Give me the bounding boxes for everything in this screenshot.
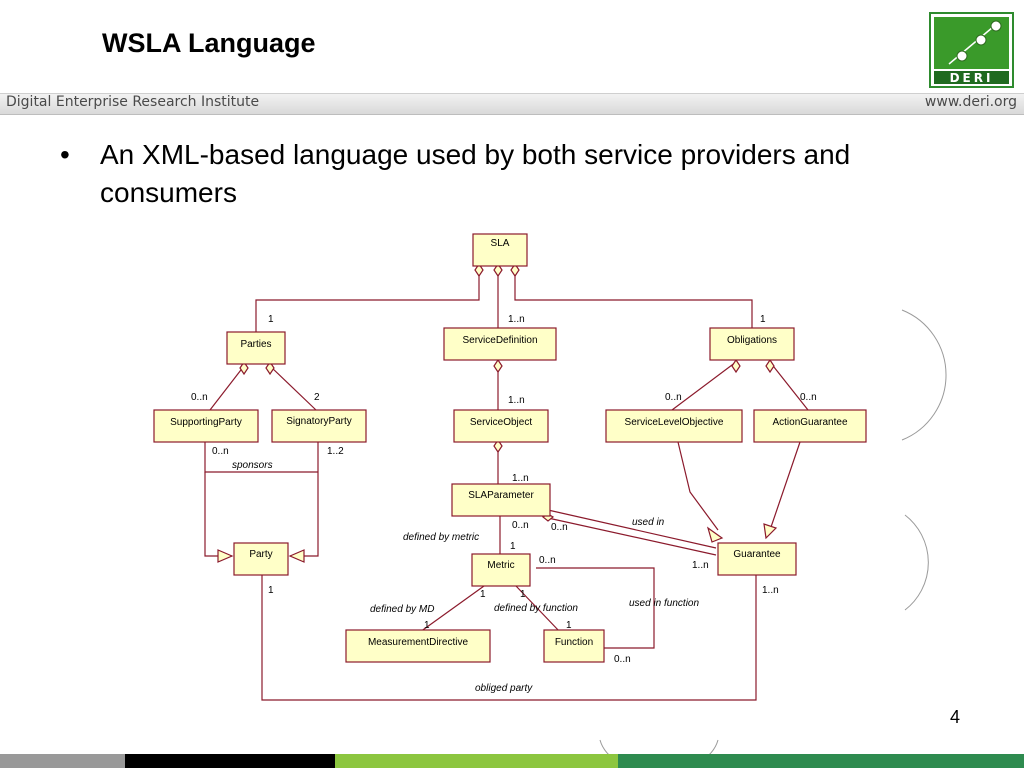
class-service-level-objective: ServiceLevelObjective [605,409,743,443]
relation-label: defined by function [494,603,578,614]
multiplicity: 1 [520,589,526,600]
class-label: SLAParameter [468,490,534,501]
multiplicity: 0..n [212,446,229,457]
footer-bar-black [125,754,335,768]
multiplicity-labels: 1 1..n 1 0..n 2 1..n 0..n 0..n 0..n 1..2… [191,314,817,665]
multiplicity: 0..n [539,555,556,566]
class-sla-parameter: SLAParameter [451,483,551,517]
association-lines [204,272,809,701]
class-label: Obligations [727,335,777,346]
logo-text: DERI [950,71,994,85]
multiplicity: 2 [314,392,320,403]
bullet-list: • An XML-based language used by both ser… [60,136,980,212]
class-label: Guarantee [733,549,781,560]
class-measurement-directive: MeasurementDirective [345,629,491,663]
relation-label: sponsors [232,460,273,471]
inheritance-arrows [217,523,778,563]
class-label: SignatoryParty [286,416,352,427]
class-metric: Metric [471,553,531,587]
multiplicity: 1..n [512,473,529,484]
class-label: Function [555,637,593,648]
multiplicity: 1..n [692,560,709,571]
relation-label: used in function [629,598,699,609]
relation-label: obliged party [475,683,533,694]
class-service-object: ServiceObject [453,409,549,443]
class-action-guarantee: ActionGuarantee [753,409,867,443]
page-number: 4 [950,707,961,727]
class-label: SupportingParty [170,417,242,428]
class-label: Party [249,549,272,560]
class-service-definition: ServiceDefinition [443,327,557,361]
class-obligations: Obligations [709,327,795,361]
decor-arc-2 [904,514,929,611]
relation-labels: sponsors used in defined by metric defin… [232,460,699,694]
header-band [0,93,1024,115]
class-sla: SLA [472,233,528,267]
relation-label: defined by metric [403,532,479,543]
slide-title: WSLA Language [102,28,316,58]
multiplicity: 1..n [508,395,525,406]
multiplicity: 1 [480,589,486,600]
institute-name: Digital Enterprise Research Institute [6,94,260,110]
class-label: Metric [487,560,514,571]
footer-bar-darkgreen [618,754,1024,768]
class-label: ServiceLevelObjective [625,417,724,428]
multiplicity: 1..2 [327,446,344,457]
class-label: SLA [491,238,510,249]
multiplicity: 0..n [800,392,817,403]
decor-arc-1 [901,309,947,441]
class-signatory-party: SignatoryParty [271,409,367,443]
multiplicity: 1..n [508,314,525,325]
multiplicity: 1 [510,541,516,552]
relation-label: defined by MD [370,604,434,615]
relation-label: used in [632,517,665,528]
class-label: Parties [240,339,271,350]
class-function: Function [543,629,605,663]
footer-bar-lightgreen [335,754,618,768]
multiplicity: 1..n [762,585,779,596]
class-label: MeasurementDirective [368,637,468,648]
website-url: www.deri.org [924,94,1017,110]
class-supporting-party: SupportingParty [153,409,259,443]
multiplicity: 0..n [551,522,568,533]
class-party: Party [233,542,289,576]
class-label: ServiceDefinition [462,335,537,346]
multiplicity: 0..n [614,654,631,665]
multiplicity: 1 [566,620,572,631]
class-guarantee: Guarantee [717,542,797,576]
multiplicity: 1 [424,620,430,631]
multiplicity: 1 [268,585,274,596]
footer-bar-gray [0,754,125,768]
multiplicity: 1 [268,314,274,325]
multiplicity: 1 [760,314,766,325]
class-label: ServiceObject [470,417,532,428]
bullet-dot-icon: • [60,139,70,170]
multiplicity: 0..n [665,392,682,403]
class-parties: Parties [226,331,286,365]
multiplicity: 0..n [512,520,529,531]
bullet-item: • An XML-based language used by both ser… [60,136,980,212]
deri-logo: DERI [929,12,1014,88]
bullet-text: An XML-based language used by both servi… [100,139,851,208]
aggregation-diamonds [239,262,775,522]
multiplicity: 0..n [191,392,208,403]
class-label: ActionGuarantee [772,417,847,428]
